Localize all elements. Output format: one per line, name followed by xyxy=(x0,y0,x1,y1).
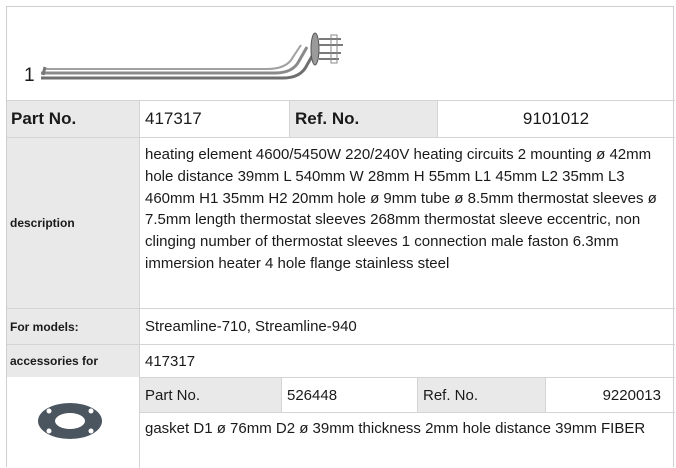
acc-part-no-label-cell: Part No. xyxy=(139,378,281,412)
acc-ref-no-label-cell: Ref. No. xyxy=(417,378,545,412)
accessory-description-row: gasket D1 ø 76mm D2 ø 39mm thickness 2mm… xyxy=(139,412,675,468)
accessory-part-row: Part No. 526448 Ref. No. 9220013 xyxy=(139,377,675,412)
accessories-label-cell: accessories for xyxy=(7,345,139,377)
part-no-value: 417317 xyxy=(145,109,202,128)
models-value: Streamline-710, Streamline-940 xyxy=(145,318,357,335)
models-value-cell: Streamline-710, Streamline-940 xyxy=(139,309,675,344)
product-card: 1 Part No. 417317 Ref. No. 9101012 xyxy=(6,6,675,468)
accessories-label: accessories for xyxy=(10,354,99,368)
product-image-row: 1 xyxy=(7,7,675,100)
part-number-row: Part No. 417317 Ref. No. 9101012 xyxy=(7,100,675,137)
gasket-image xyxy=(38,403,102,439)
models-row: For models: Streamline-710, Streamline-9… xyxy=(7,308,675,344)
ref-no-value: 9101012 xyxy=(522,109,590,128)
acc-ref-no-value: 9220013 xyxy=(602,386,661,404)
accessories-value: 417317 xyxy=(145,352,196,370)
accessories-row: accessories for 417317 xyxy=(7,344,675,377)
acc-ref-no-label: Ref. No. xyxy=(423,386,479,404)
ref-no-label-cell: Ref. No. xyxy=(289,101,437,137)
description-label: description xyxy=(10,216,75,230)
part-no-label-cell: Part No. xyxy=(7,101,139,137)
acc-part-no-value-cell: 526448 xyxy=(281,378,417,412)
heating-element-image xyxy=(41,32,343,80)
acc-part-no-value: 526448 xyxy=(287,386,338,404)
acc-ref-no-value-cell: 9220013 xyxy=(545,378,675,412)
description-row: description heating element 4600/5450W 2… xyxy=(7,137,675,308)
description-label-cell: description xyxy=(7,138,139,308)
ref-no-value-cell: 9101012 xyxy=(437,101,675,137)
models-label-cell: For models: xyxy=(7,309,139,344)
description-text: heating element 4600/5450W 220/240V heat… xyxy=(145,146,657,272)
models-label: For models: xyxy=(10,319,79,334)
acc-part-no-label: Part No. xyxy=(145,386,201,404)
accessories-value-cell: 417317 xyxy=(139,345,675,377)
ref-no-label: Ref. No. xyxy=(295,109,360,128)
accessory-description-text: gasket D1 ø 76mm D2 ø 39mm thickness 2mm… xyxy=(145,420,646,437)
part-no-label: Part No. xyxy=(11,109,77,128)
part-no-value-cell: 417317 xyxy=(139,101,289,137)
item-number: 1 xyxy=(24,65,35,86)
